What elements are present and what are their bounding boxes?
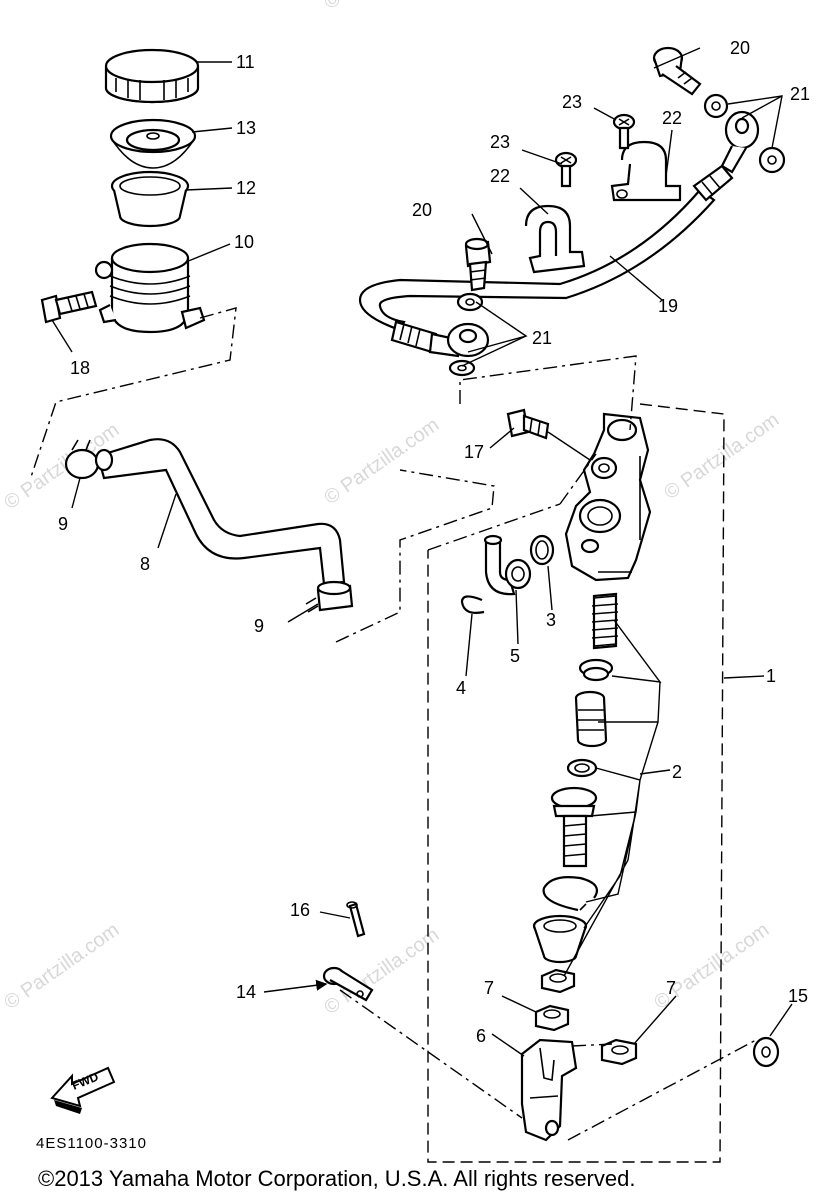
reservoir-cap [104,48,200,104]
label-part-20-upper: 20 [730,38,750,58]
guide-screw-right [612,113,636,150]
label-part-4: 4 [456,678,466,698]
lock-nut-center [534,1004,570,1032]
label-part-23-right: 23 [562,92,582,112]
assembly-outlines [29,307,757,1163]
label-part-7-right: 7 [666,978,676,998]
label-part-16: 16 [290,900,310,920]
lock-nut-right [600,1038,638,1066]
banjo-fitting-lower [446,322,490,358]
label-part-6: 6 [476,1026,486,1046]
watermark: © Partzilla.com [320,414,443,509]
dust-boot [532,914,588,964]
label-part-3: 3 [546,610,556,630]
label-part-12: 12 [236,178,256,198]
label-part-21-lower: 21 [532,328,552,348]
label-part-23-left: 23 [490,132,510,152]
hose-clamp-upper [64,439,114,480]
push-rod-nut-upper [540,968,576,994]
o-ring [529,534,555,566]
fwd-arrow-icon: FWD [50,1066,116,1114]
label-part-22-right: 22 [662,108,682,128]
label-part-11: 11 [236,52,255,72]
clevis-pin [322,966,374,1002]
circlip-large [542,876,598,912]
banjo-fitting-upper [720,110,760,174]
diaphragm-plate [109,118,197,169]
master-cylinder-body [564,412,652,582]
label-part-20-lower: 20 [412,200,432,220]
label-part-17: 17 [464,442,484,462]
label-part-1: 1 [766,666,776,686]
piston-cup [574,690,608,748]
watermark: © Partzilla.com [320,0,443,14]
label-part-9-lower: 9 [254,616,264,636]
piston [550,786,598,868]
label-part-9-upper: 9 [58,514,68,534]
diaphragm [110,170,190,228]
watermark: © Partzilla.com [0,919,123,1014]
union-bolt-lower [464,237,492,292]
label-part-18: 18 [70,358,90,378]
union-bolt-upper [652,46,702,96]
reservoir-bolt [40,290,98,324]
leader-lines [51,47,793,1057]
clevis [520,1038,578,1142]
cotter-pin [346,901,366,938]
label-part-15: 15 [788,986,808,1006]
hose-guide-left [524,204,586,274]
label-part-2: 2 [672,762,682,782]
copper-washers [448,93,786,377]
label-part-21-upper: 21 [790,84,810,104]
reservoir-hose [96,438,346,586]
label-part-19: 19 [658,296,678,316]
circlip-small [460,595,485,614]
mounting-bolt [506,408,550,440]
spring-seat [578,658,614,682]
copyright-notice: ©2013 Yamaha Motor Corporation, U.S.A. A… [38,1166,635,1191]
reservoir-tank [94,242,206,334]
label-part-5: 5 [510,646,520,666]
diagram-code: 4ES1100-3310 [36,1135,147,1152]
label-part-7-center: 7 [484,978,494,998]
label-part-22-left: 22 [490,166,510,186]
piston-spring [591,592,619,650]
label-part-14: 14 [236,982,256,1002]
label-part-13: 13 [236,118,256,138]
washer-15 [752,1036,780,1068]
watermark: © Partzilla.com [660,409,783,504]
guide-screw-left [554,151,578,188]
hose-clamp-lower [305,580,354,613]
watermark: © Partzilla.com [650,919,773,1014]
hose-joint-elbow [483,534,532,596]
piston-seal [566,758,598,778]
label-part-8: 8 [140,554,150,574]
part-labels: 11 13 12 10 18 9 8 9 20 21 23 22 23 22 2… [58,38,810,1046]
label-part-10: 10 [234,232,254,252]
